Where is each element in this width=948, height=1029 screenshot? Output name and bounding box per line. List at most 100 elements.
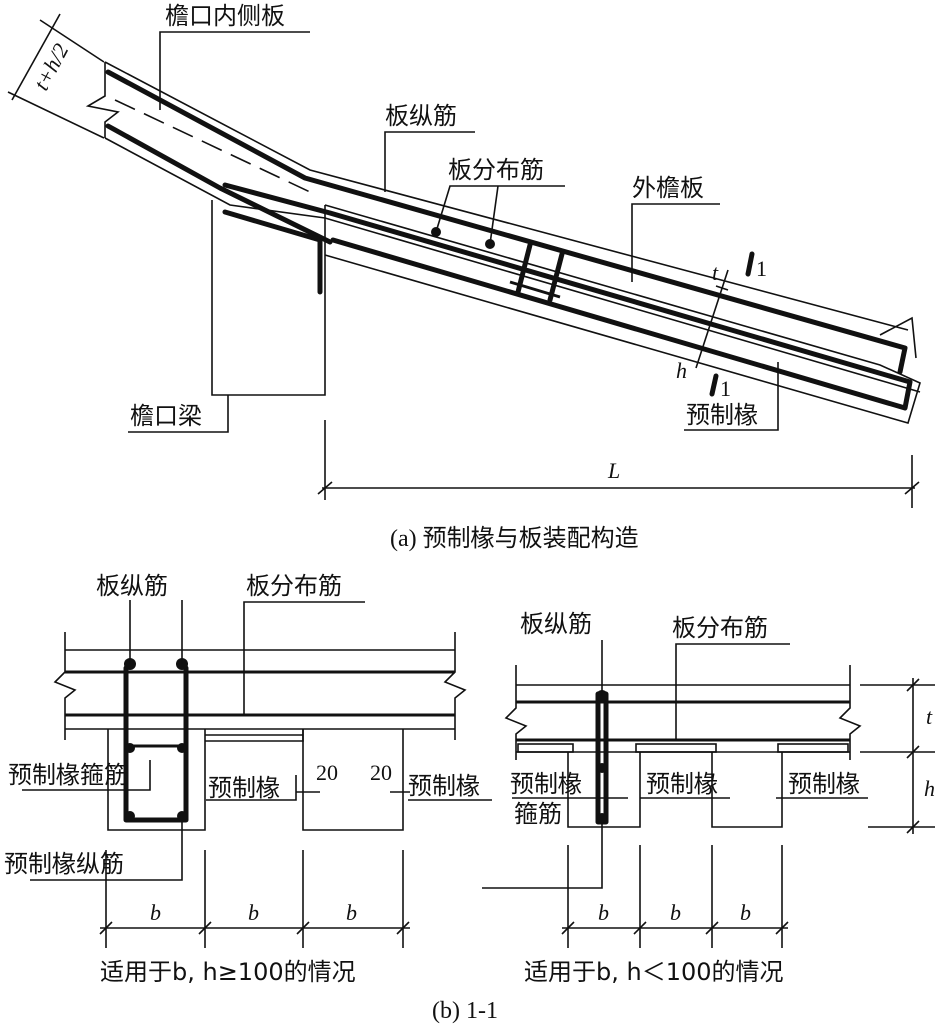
eave-beam-outline (211, 200, 326, 396)
right-label-h: h (924, 776, 935, 801)
right-condition: 适用于b, h＜100的情况 (524, 958, 784, 986)
caption-a: (a) 预制椽与板装配构造 (390, 525, 639, 552)
right-b-tick-1 (561, 921, 575, 935)
leader-left-stirrup (22, 760, 151, 791)
dim-tick-L-right (904, 481, 920, 495)
stirrup-tie (509, 280, 561, 299)
section-mark-bottom (709, 373, 719, 397)
right-label-long-bar: 板纵筋 (520, 610, 592, 638)
leader-outer-slab (631, 203, 720, 282)
left-label-rafter: 预制椽 (208, 774, 280, 802)
right-rafter-1 (567, 752, 641, 828)
left-label-gap1: 20 (316, 760, 338, 785)
slab-top-edge (104, 61, 909, 331)
label-slab-dist-bar: 板分布筋 (448, 156, 544, 184)
right-label-stirrup: 箍筋 (514, 800, 562, 828)
leader-left-long-rafter (30, 820, 183, 881)
right-b-tick-3 (705, 921, 719, 935)
label-eave-beam: 檐口梁 (130, 402, 202, 430)
left-break-l (53, 632, 77, 740)
right-bar-dot-3 (597, 813, 607, 823)
rafter-bar-loop (222, 182, 913, 411)
right-bar-dot-2 (597, 763, 607, 773)
slab-bottom-edge (104, 137, 921, 393)
left-label-b1: b (150, 900, 161, 925)
dim-line-th (695, 269, 729, 369)
dim-label-h-a: h (676, 358, 687, 383)
caption-b: (b) 1-1 (432, 998, 498, 1024)
right-break-r (838, 665, 862, 760)
leader-dist-bar-2 (489, 185, 499, 245)
leader-left-dist (243, 601, 365, 715)
section-right: 板纵筋 板分布筋 预制椽 箍筋 预制椽 预制椽 t h b b b 适用于b, … (482, 610, 935, 986)
slab-bottom-bar-upper (105, 123, 333, 245)
left-break-r (443, 632, 467, 740)
left-label-b3: b (346, 900, 357, 925)
right-stirrup (595, 691, 609, 825)
dim-ext-tplus-1 (7, 91, 105, 139)
section-mark-top (745, 251, 755, 277)
dim-label-L: L (607, 458, 620, 483)
left-bar-dot-4 (177, 743, 187, 753)
slab-top-bar (105, 69, 908, 375)
left-b-tick-2 (198, 921, 212, 935)
left-label-b2: b (248, 900, 259, 925)
left-label-gap2: 20 (370, 760, 392, 785)
left-b-tick-4 (396, 921, 410, 935)
left-condition: 适用于b, h≥100的情况 (100, 958, 356, 986)
right-b-tick-2 (633, 921, 647, 935)
right-label-b1: b (598, 900, 609, 925)
rafter-outline (324, 204, 921, 424)
right-label-b2: b (670, 900, 681, 925)
right-label-rafter-1: 预制椽 (510, 770, 582, 798)
label-outer-eave-slab: 外檐板 (632, 174, 704, 202)
right-dim-tick-1 (906, 678, 920, 692)
right-dim-tick-3 (906, 820, 920, 834)
right-label-rafter-3: 预制椽 (788, 770, 860, 798)
leader-rafter (684, 362, 779, 431)
dim-tick-t (715, 285, 729, 291)
left-label-rafter-long-bar: 预制椽纵筋 (4, 850, 124, 878)
label-eave-inner-board: 檐口内侧板 (165, 2, 285, 30)
left-rafter-1 (107, 729, 206, 831)
dim-ext-tplus-2 (39, 19, 105, 63)
right-label-rafter-2: 预制椽 (646, 770, 718, 798)
left-label-long-bar: 板纵筋 (96, 572, 168, 600)
right-bearing-2 (635, 743, 717, 753)
label-precast-rafter: 预制椽 (686, 401, 758, 429)
left-bar-dot-5 (125, 811, 135, 821)
center-line (114, 99, 311, 193)
section-mark-label-bottom: 1 (720, 376, 731, 401)
break-mark (85, 62, 120, 138)
leader-right-dist (675, 643, 790, 740)
left-b-tick-3 (296, 921, 310, 935)
section-left: 板纵筋 板分布筋 预制椽箍筋 预制椽 预制椽纵筋 20 20 预制椽 b b b… (4, 572, 492, 986)
right-label-dist-bar: 板分布筋 (672, 614, 768, 642)
dim-tick-L-left (317, 481, 333, 495)
leader-left-rafter (206, 775, 297, 801)
left-bar-dot-3 (125, 743, 135, 753)
left-label-rafter-2: 预制椽 (408, 772, 480, 800)
right-b-tick-4 (775, 921, 789, 935)
left-b-tick-1 (99, 921, 113, 935)
end-stop (879, 316, 917, 359)
left-label-dist-bar: 板分布筋 (246, 572, 342, 600)
label-slab-long-bar: 板纵筋 (385, 102, 457, 130)
dim-label-t-a: t (712, 260, 719, 285)
left-rafter-2 (302, 729, 404, 831)
right-label-t: t (926, 704, 933, 729)
hook-bar (222, 209, 323, 295)
leader-long-bar (384, 131, 475, 192)
left-label-stirrup: 预制椽箍筋 (8, 761, 128, 789)
leader-right-stirrup (482, 822, 603, 889)
left-stirrup (123, 665, 189, 823)
left-bar-dot-6 (177, 811, 187, 821)
dim-label-t-plus-h-half: t+h/2 (28, 39, 73, 94)
right-bearing-3 (777, 743, 849, 753)
section-mark-label-top: 1 (756, 256, 767, 281)
right-bearing-1 (517, 743, 574, 753)
stirrup-2 (547, 251, 565, 303)
elevation-view: 檐口内侧板 板纵筋 板分布筋 外檐板 檐口梁 预制椽 t+h/2 t h L 1… (7, 2, 921, 552)
